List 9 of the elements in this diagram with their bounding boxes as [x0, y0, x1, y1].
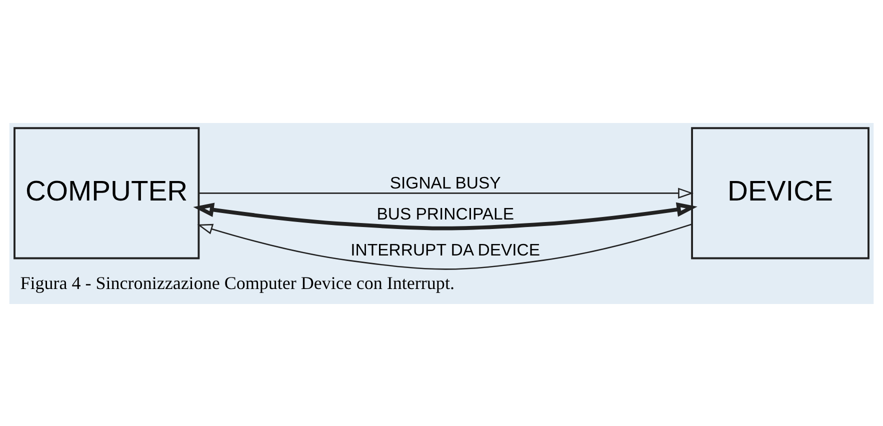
- arrow: [197, 223, 692, 270]
- caption: Figura 4 - Sincronizzazione Computer Device con Interrupt.: [20, 272, 454, 292]
- edge-label: BUS PRINCIPALE: [376, 204, 514, 223]
- node-box: DEVICE: [691, 126, 870, 259]
- arrow: [193, 202, 698, 230]
- arrow: [198, 187, 694, 198]
- edge-label: SIGNAL BUSY: [390, 173, 501, 192]
- node-box: COMPUTER: [14, 126, 200, 259]
- edge-label: INTERRUPT DA DEVICE: [350, 240, 540, 260]
